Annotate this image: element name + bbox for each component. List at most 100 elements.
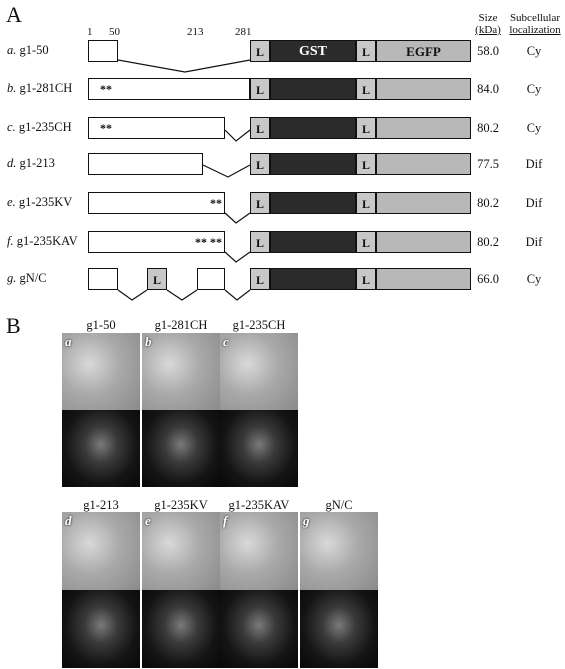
- linker-box: L: [250, 153, 270, 175]
- localization-value: Dif: [525, 157, 543, 171]
- fluorescence-image: [220, 410, 298, 487]
- localization-header: Subcellular localization: [504, 12, 565, 36]
- size-header: Size (kDa): [470, 12, 506, 36]
- micrograph-caption: gN/C: [325, 498, 353, 512]
- mutation-stars: ** **: [195, 235, 222, 249]
- g1-segment-box: [88, 268, 118, 290]
- size-value: 77.5: [477, 157, 499, 171]
- localization-header-line1: Subcellular: [509, 12, 561, 24]
- construct-label-g1-281ch: b. g1-281CH: [7, 81, 72, 96]
- fluorescence-image: [142, 410, 220, 487]
- micrograph-caption: g1-213: [83, 498, 119, 512]
- row-e-deletion-line: [224, 212, 251, 224]
- micrograph-caption: g1-235CH: [232, 318, 286, 332]
- egfp-box: [376, 78, 471, 100]
- gst-box: [270, 268, 356, 290]
- position-1: 1: [87, 26, 93, 38]
- egfp-box: [376, 192, 471, 214]
- g1-segment-box: [88, 231, 225, 253]
- linker-box: L: [356, 268, 376, 290]
- position-50: 50: [109, 26, 120, 38]
- construct-letter: a.: [7, 43, 17, 57]
- linker-box: L: [356, 117, 376, 139]
- size-header-unit: (kDa): [475, 24, 501, 36]
- fluorescence-image: [62, 410, 140, 487]
- linker-box: L: [250, 117, 270, 139]
- position-213: 213: [187, 26, 204, 38]
- phase-contrast-image: d: [62, 512, 140, 590]
- egfp-box: [376, 153, 471, 175]
- construct-label-gn-c: g. gN/C: [7, 271, 47, 286]
- gst-box: GST: [270, 40, 356, 62]
- micrograph-tag: f: [223, 513, 228, 528]
- gst-box: [270, 192, 356, 214]
- egfp-box: [376, 268, 471, 290]
- phase-contrast-image: a: [62, 333, 140, 410]
- row-c-deletion-line: [224, 129, 251, 142]
- localization-value: Cy: [526, 44, 542, 58]
- linker-box: L: [356, 192, 376, 214]
- construct-connector-lines: [117, 59, 251, 301]
- g1-segment-box: [88, 153, 203, 175]
- construct-name: g1-50: [19, 43, 49, 57]
- row-g-connector-1: [117, 289, 148, 301]
- phase-contrast-image: f: [220, 512, 298, 590]
- row-f-deletion-line: [224, 251, 251, 263]
- gst-box: [270, 153, 356, 175]
- linker-box: L: [250, 78, 270, 100]
- construct-letter: g.: [7, 271, 17, 285]
- gnc-linker-segment: L: [147, 268, 167, 290]
- row-g-connector-3: [224, 289, 251, 301]
- linker-box: L: [250, 268, 270, 290]
- construct-label-g1-213: d. g1-213: [7, 156, 55, 171]
- egfp-box: EGFP: [376, 40, 471, 62]
- size-value: 84.0: [477, 82, 499, 96]
- position-281: 281: [235, 26, 252, 38]
- micrograph-tag: g: [303, 513, 310, 528]
- size-value: 80.2: [477, 196, 499, 210]
- construct-label-g1-235kv: e. g1-235KV: [7, 195, 72, 210]
- g1-segment-box: [197, 268, 225, 290]
- size-value: 66.0: [477, 272, 499, 286]
- micrograph-tag: b: [145, 334, 152, 349]
- g1-segment-box: [88, 192, 225, 214]
- construct-name: g1-213: [19, 156, 55, 170]
- micrograph-tag: a: [65, 334, 72, 349]
- localization-value: Dif: [525, 235, 543, 249]
- linker-box: L: [356, 78, 376, 100]
- construct-letter: c.: [7, 120, 16, 134]
- phase-contrast-image: b: [142, 333, 220, 410]
- egfp-box: [376, 231, 471, 253]
- fluorescence-image: [62, 590, 140, 668]
- gst-box: [270, 231, 356, 253]
- construct-label-g1-235kav: f. g1-235KAV: [7, 234, 78, 249]
- construct-name: g1-235CH: [18, 120, 72, 134]
- micrograph-caption: g1-50: [86, 318, 116, 332]
- fluorescence-image: [142, 590, 220, 668]
- g1-segment-box: [88, 117, 225, 139]
- construct-letter: e.: [7, 195, 16, 209]
- g1-segment-box: [88, 78, 250, 100]
- micrograph-tag: c: [223, 334, 229, 349]
- panel-a-letter: A: [6, 2, 22, 27]
- phase-contrast-image: e: [142, 512, 220, 590]
- micrograph-caption: g1-281CH: [154, 318, 208, 332]
- construct-letter: b.: [7, 81, 17, 95]
- micrograph-tag: e: [145, 513, 151, 528]
- fluorescence-image: [300, 590, 378, 668]
- gst-box: [270, 78, 356, 100]
- construct-letter: f.: [7, 234, 14, 248]
- size-value: 80.2: [477, 235, 499, 249]
- micrograph-caption: g1-235KV: [154, 498, 208, 512]
- mutation-stars: **: [100, 121, 112, 135]
- panel-b-letter: B: [6, 313, 21, 338]
- micrograph-caption: g1-235KAV: [228, 498, 290, 512]
- mutation-stars: **: [210, 196, 222, 210]
- linker-box: L: [356, 231, 376, 253]
- gst-box: [270, 117, 356, 139]
- row-g-connector-2: [166, 289, 198, 301]
- construct-name: g1-235KV: [18, 195, 73, 209]
- linker-box: L: [250, 192, 270, 214]
- egfp-box: [376, 117, 471, 139]
- size-header-label: Size: [478, 12, 498, 24]
